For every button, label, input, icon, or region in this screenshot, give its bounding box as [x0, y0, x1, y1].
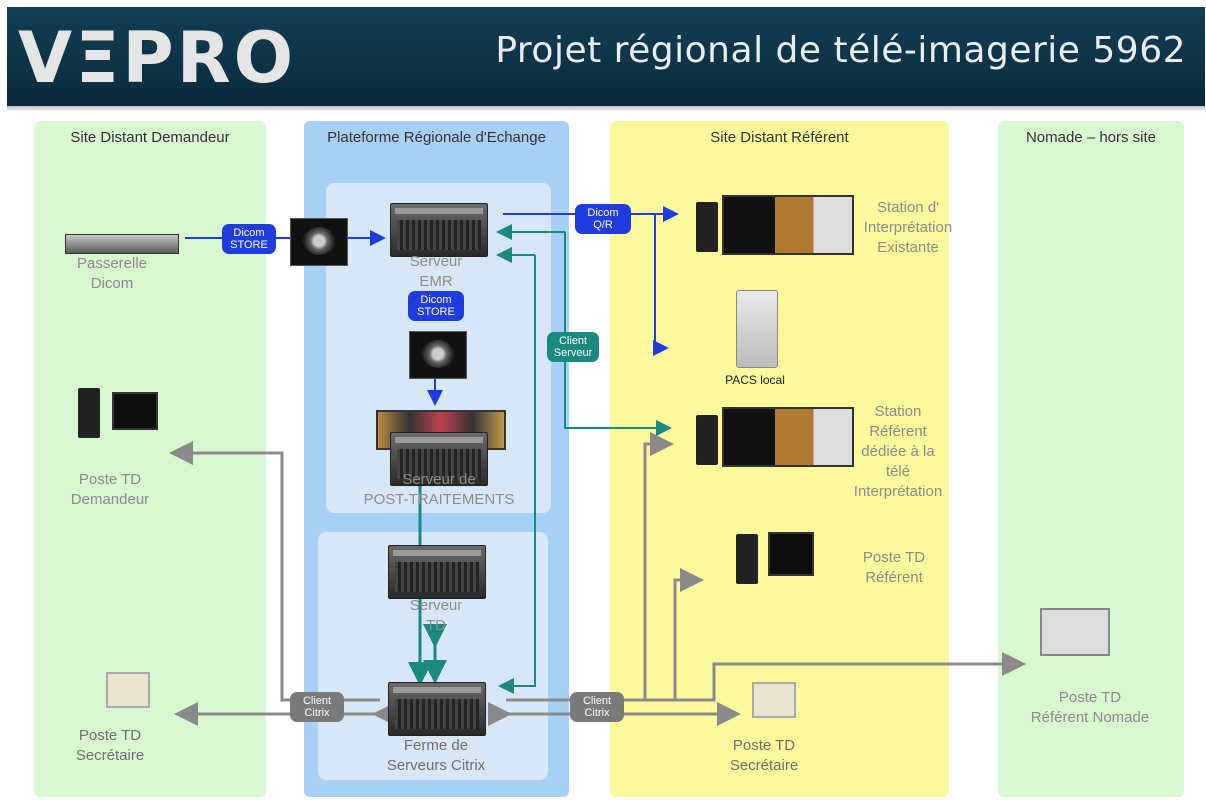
emr-server-device — [390, 203, 488, 257]
station-existante-screens — [722, 195, 854, 255]
demandeur-pc-screen — [112, 392, 158, 430]
label-poste-referent: Poste TD Référent — [862, 549, 926, 586]
page-title: Projet régional de télé-imagerie 5962 — [495, 30, 1186, 71]
nomade-laptop — [1040, 608, 1110, 656]
ct-scan-image-2 — [409, 331, 467, 379]
header-bar — [7, 7, 1205, 107]
badge-dicom-store-2: Dicom STORE — [408, 291, 464, 321]
station-referent-screens — [722, 407, 854, 467]
poste-referent-screen — [768, 532, 814, 576]
post-processing-server-device — [390, 432, 488, 486]
demandeur-pc-tower — [78, 388, 100, 438]
column-nomade: Nomade – hors site — [998, 121, 1184, 797]
label-serveur-post: Serveur de POST-TRAITEMENTS — [363, 471, 515, 508]
ct-scan-image-1 — [290, 218, 348, 266]
label-station-existante: Station d' Interprétation Existante — [863, 199, 953, 256]
secretaire-right-pc — [752, 682, 796, 718]
label-pacs: PACS local — [725, 373, 785, 387]
label-secretaire-left: Poste TD Secrétaire — [75, 727, 145, 764]
label-station-referent: Station Référent dédiée à la télé Interp… — [853, 403, 943, 500]
label-passerelle: Passerelle Dicom — [76, 255, 148, 292]
column-referent-title: Site Distant Référent — [710, 129, 849, 146]
badge-client-citrix-left: Client Citrix — [290, 692, 344, 722]
poste-referent-tower — [736, 534, 758, 584]
badge-dicom-qr: Dicom Q/R — [575, 204, 631, 234]
vepro-logo: VΞPRO — [18, 17, 297, 99]
label-serveur-emr: Serveur EMR — [409, 253, 463, 290]
citrix-farm-device — [388, 682, 486, 736]
td-server-device — [388, 545, 486, 599]
column-nomade-title: Nomade – hors site — [1025, 129, 1157, 146]
station-existante-tower — [696, 202, 718, 252]
label-poste-demandeur: Poste TD Demandeur — [70, 471, 150, 508]
secretaire-left-pc — [106, 672, 150, 708]
arrow-emr-pacs — [645, 213, 669, 356]
arrow-client-serveur-station — [564, 232, 672, 436]
label-ferme-citrix: Ferme de Serveurs Citrix — [386, 737, 486, 774]
column-plateforme-title: Plateforme Régionale d'Echange — [327, 129, 546, 146]
label-poste-nomade: Poste TD Référent Nomade — [1030, 689, 1150, 726]
label-secretaire-right: Poste TD Secrétaire — [729, 737, 799, 774]
badge-client-citrix-right: Client Citrix — [570, 692, 624, 722]
label-serveur-td: Serveur TD — [409, 597, 463, 634]
header-underline — [7, 106, 1205, 111]
arrow-to-citrix — [498, 255, 536, 694]
badge-client-serveur: Client Serveur — [547, 332, 599, 362]
column-demandeur-title: Site Distant Demandeur — [70, 129, 230, 146]
pacs-server-device — [736, 290, 778, 368]
dicom-gateway-device — [65, 234, 179, 254]
badge-dicom-store-1: Dicom STORE — [222, 224, 276, 254]
station-referent-tower — [696, 415, 718, 465]
